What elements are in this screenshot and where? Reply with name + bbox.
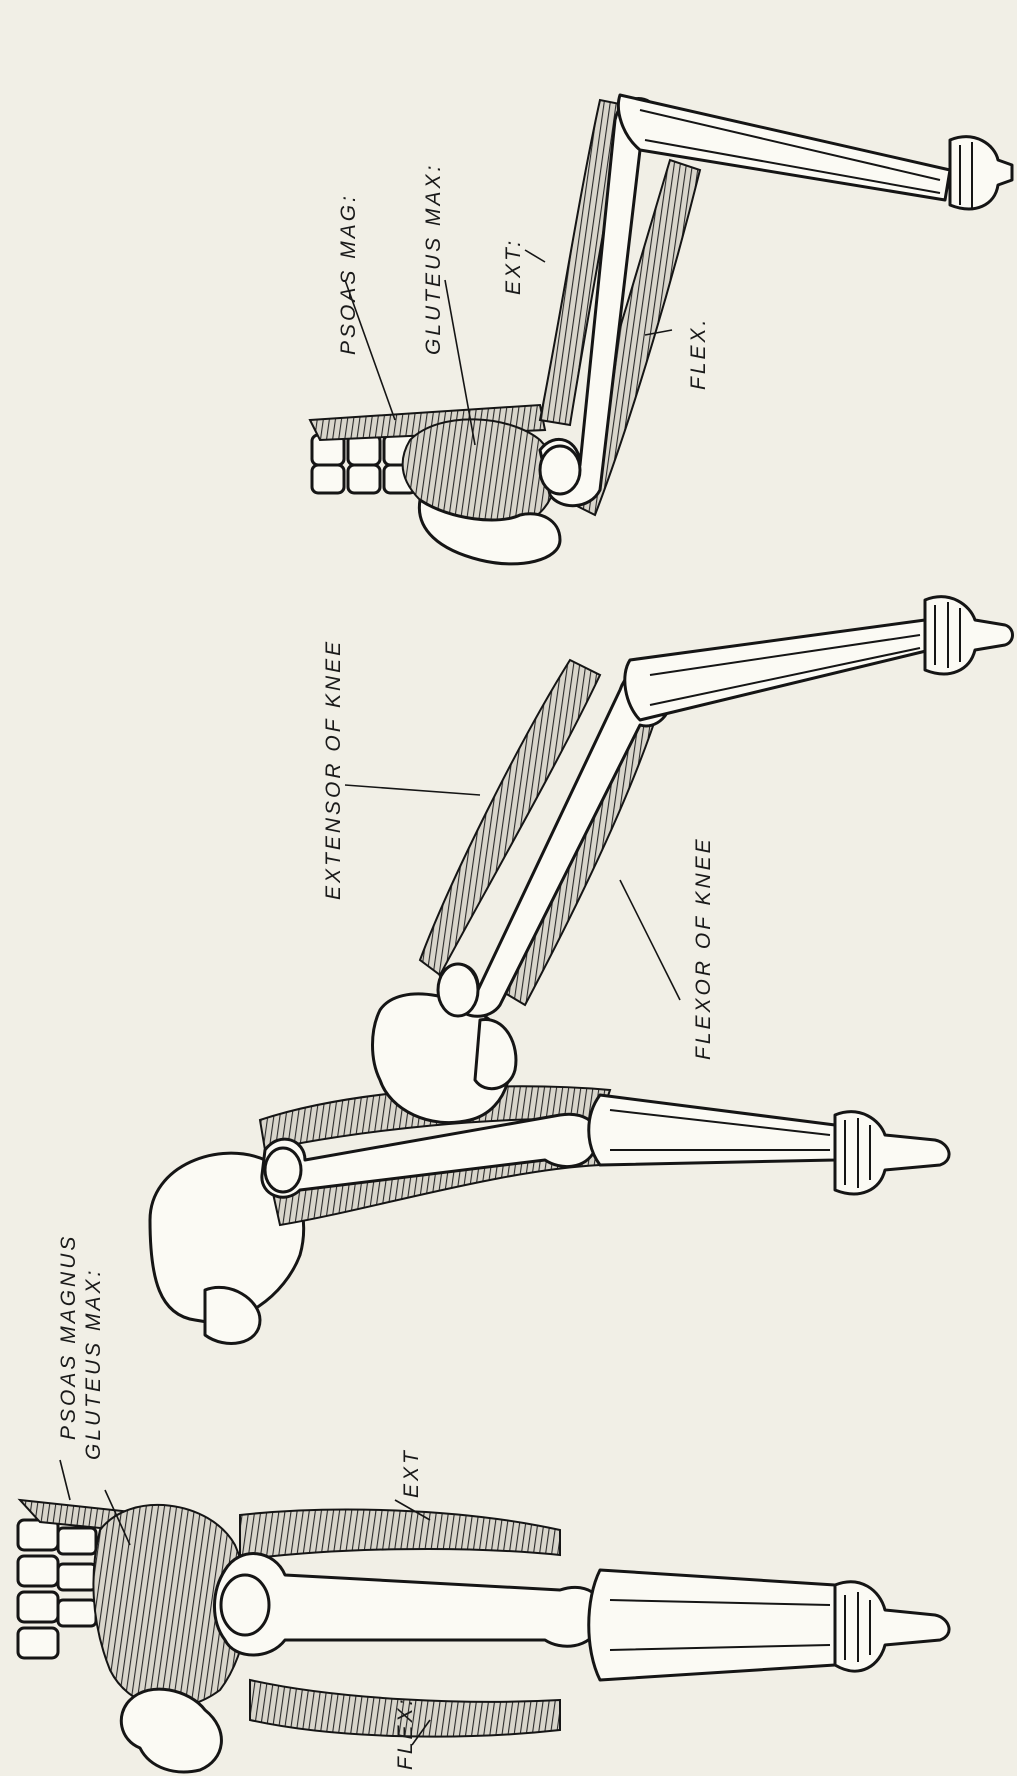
figure-knee-bent: EXTENSOR OF KNEE FLEXOR OF KNEE <box>322 597 1013 1123</box>
foot-bones-3 <box>925 597 1013 674</box>
label-ext-1: EXT <box>400 1448 423 1498</box>
leader-psoas-magnus <box>60 1460 70 1500</box>
pelvis <box>121 1689 221 1772</box>
leader-flexor-of-knee <box>620 880 680 1000</box>
label-gluteus-max-2: GLUTEUS MAX: <box>422 163 445 355</box>
femur <box>214 1554 602 1655</box>
label-extensor-of-knee: EXTENSOR OF KNEE <box>322 639 345 900</box>
label-flex-2: FLEX. <box>687 317 710 390</box>
label-ext-2: EXT: <box>502 238 525 295</box>
label-flex-1: FLEX: <box>394 1697 417 1770</box>
vertebrae <box>18 1520 96 1658</box>
vertebrae-2 <box>312 435 416 493</box>
tibia <box>589 1570 835 1680</box>
leader-ext-2 <box>525 250 545 262</box>
tibia-3 <box>625 620 930 720</box>
tibia-2 <box>589 1095 835 1165</box>
label-gluteus-max-1: GLUTEUS MAX: <box>82 1268 105 1460</box>
figure-standing <box>150 1086 949 1343</box>
foot-bones <box>835 1582 949 1671</box>
label-psoas-mag: PSOAS MAG: <box>337 193 360 355</box>
femoral-head <box>221 1575 269 1635</box>
leader-extensor-of-knee <box>345 785 480 795</box>
label-flexor-of-knee: FLEXOR OF KNEE <box>692 836 715 1060</box>
foot-bones-2 <box>835 1112 949 1194</box>
label-psoas-magnus: PSOAS MAGNUS <box>57 1234 80 1440</box>
figure-hip-flexed-with-spine: PSOAS MAG: GLUTEUS MAX: EXT: FLEX. <box>310 95 1012 564</box>
figure-standing-with-spine: PSOAS MAGNUS GLUTEUS MAX: EXT FLEX: <box>18 1234 949 1772</box>
thigh-extensor-muscle <box>240 1510 560 1560</box>
